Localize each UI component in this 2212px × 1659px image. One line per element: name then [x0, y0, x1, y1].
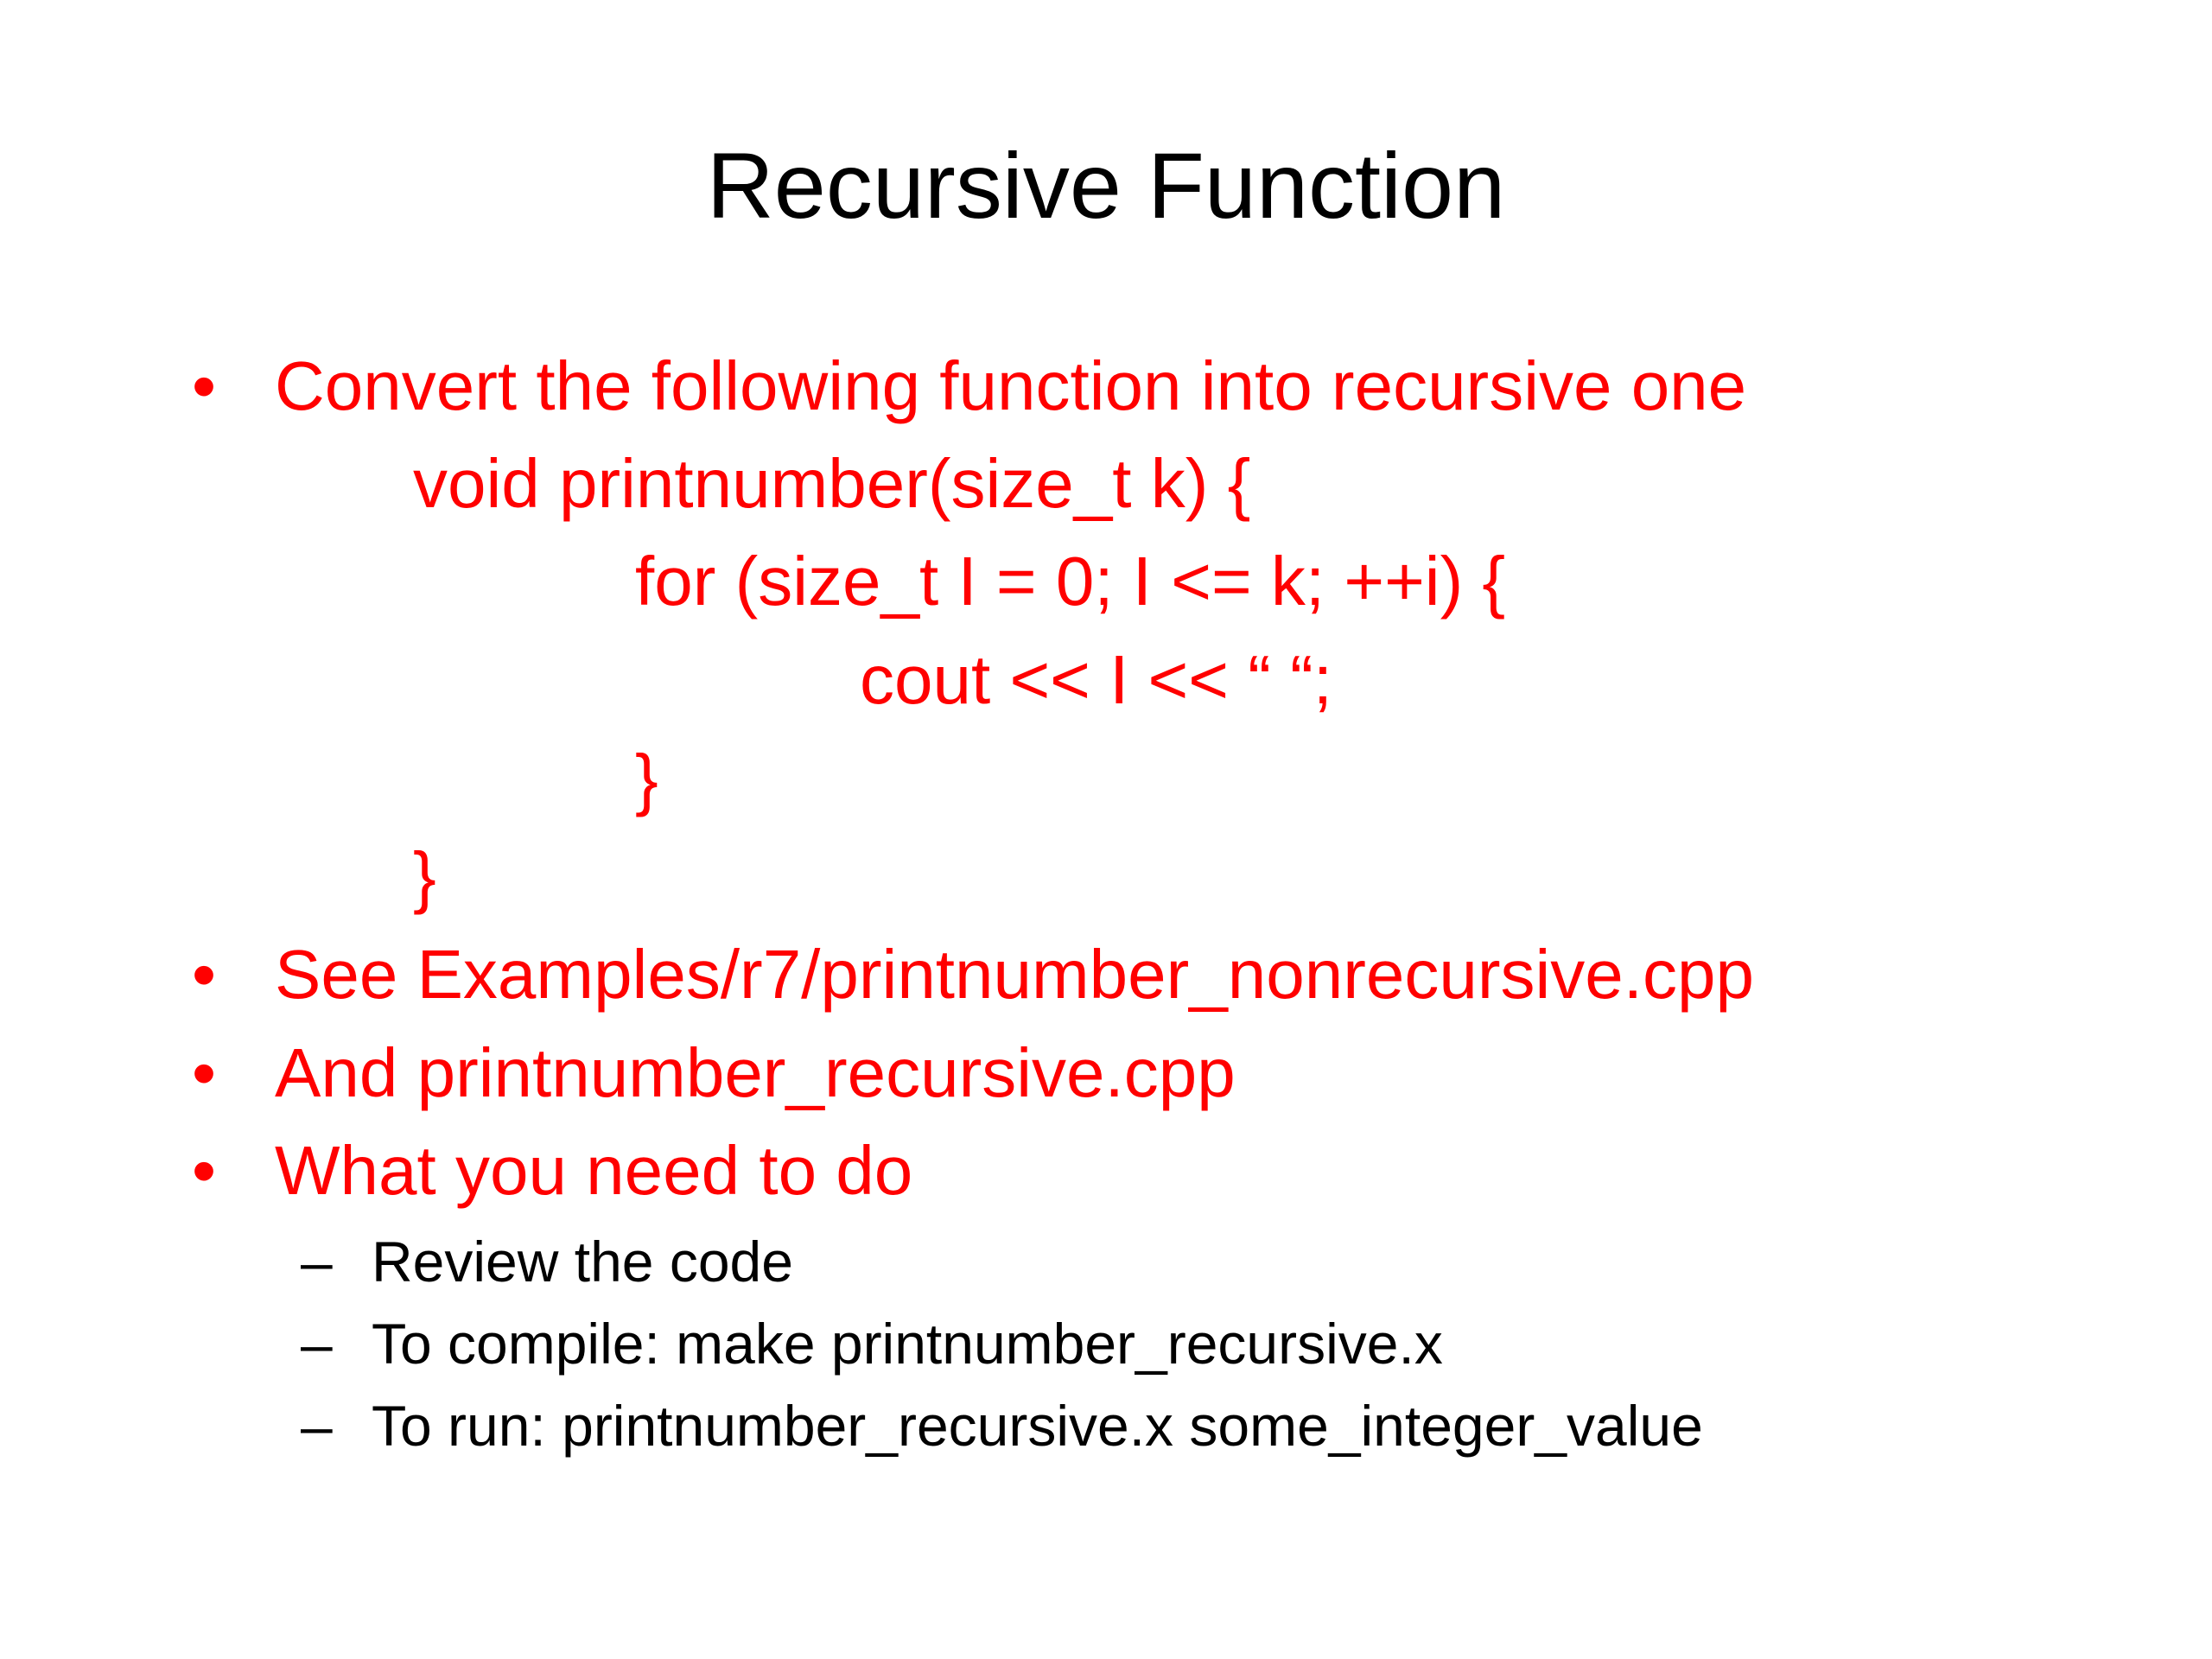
bullet-recursive-file: And printnumber_recursive.cpp: [275, 1034, 1236, 1111]
code-line-function-signature: void printnumber(size_t k) {: [413, 445, 1251, 522]
subitem-review-code: Review the code: [372, 1230, 793, 1294]
bullet-what-to-do: What you need to do: [275, 1132, 913, 1209]
dash-marker: –: [301, 1312, 333, 1376]
code-line-for-loop: for (size_t I = 0; I <= k; ++i) {: [635, 543, 1506, 620]
subitem-compile: To compile: make printnumber_recursive.x: [372, 1312, 1443, 1376]
code-line-close-function: }: [413, 838, 436, 915]
subitem-run: To run: printnumber_recursive.x some_int…: [372, 1394, 1703, 1458]
code-line-close-loop: }: [635, 741, 658, 817]
dash-marker: –: [301, 1230, 333, 1294]
bullet-see-examples: See Examples/r7/printnumber_nonrecursive…: [275, 936, 1754, 1013]
bullet-marker: •: [192, 1132, 217, 1209]
bullet-convert-function: Convert the following function into recu…: [275, 347, 1747, 424]
dash-marker: –: [301, 1394, 333, 1458]
bullet-marker: •: [192, 347, 217, 424]
slide-title: Recursive Function: [706, 133, 1506, 238]
bullet-marker: •: [192, 1034, 217, 1111]
bullet-marker: •: [192, 936, 217, 1013]
code-line-cout: cout << I << “ “;: [860, 641, 1332, 718]
